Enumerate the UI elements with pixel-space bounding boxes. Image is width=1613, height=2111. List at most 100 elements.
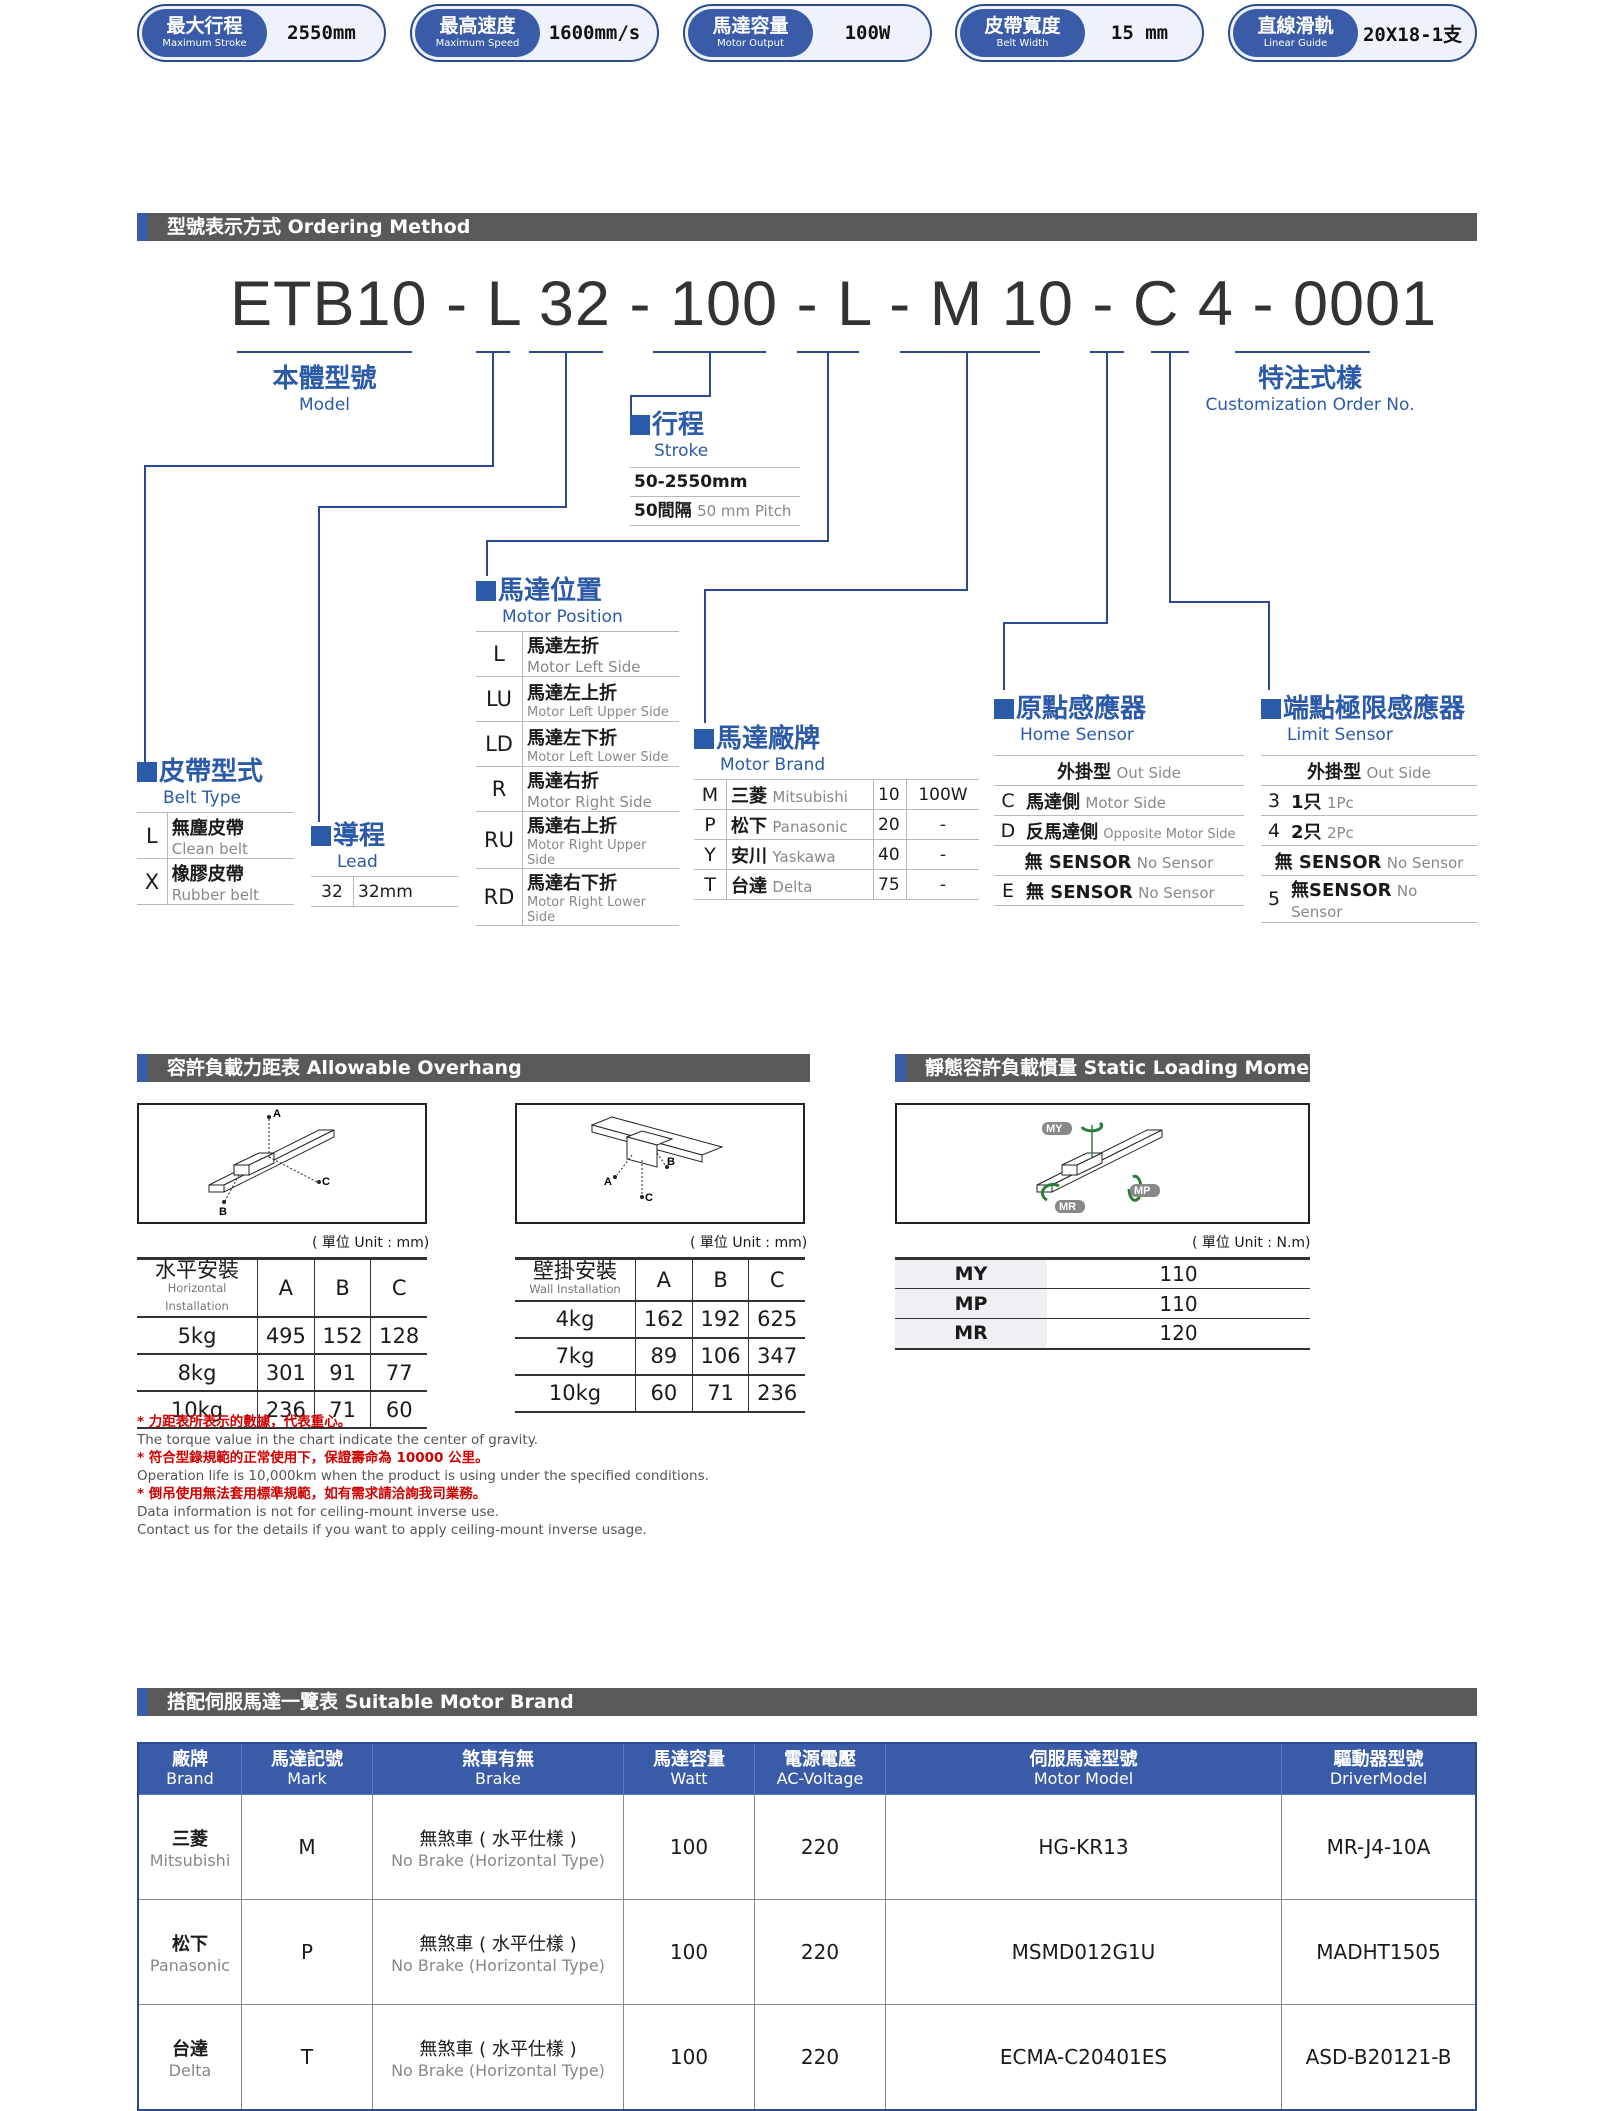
note-line: Contact us for the details if you want t… bbox=[137, 1522, 647, 1538]
code-brand: M bbox=[929, 269, 984, 339]
connector bbox=[630, 395, 711, 397]
connector bbox=[492, 352, 494, 466]
motors-header: 搭配伺服馬達一覽表 Suitable Motor Brand bbox=[137, 1688, 1477, 1716]
table-row: 無 SENSOR No Sensor bbox=[1261, 845, 1477, 876]
square-bullet-icon bbox=[994, 699, 1014, 719]
static-diagram: MY MP MR bbox=[895, 1103, 1310, 1224]
header-accent bbox=[137, 213, 148, 241]
model-caption: 本體型號 Model bbox=[237, 358, 412, 415]
wall-actuator-illustration: B A C bbox=[590, 1116, 724, 1204]
header-accent bbox=[137, 1054, 148, 1082]
stroke-title: 行程 bbox=[630, 404, 800, 441]
motorpos-title: 馬達位置 bbox=[476, 570, 679, 607]
underline-custom bbox=[1235, 351, 1370, 353]
connector bbox=[966, 352, 968, 590]
square-bullet-icon bbox=[476, 581, 496, 601]
code-custom: 0001 bbox=[1292, 269, 1438, 339]
header-cn: 搭配伺服馬達一覽表 bbox=[167, 1691, 339, 1713]
connector bbox=[144, 465, 146, 768]
svg-text:MR: MR bbox=[1059, 1201, 1076, 1213]
caption-en: Model bbox=[298, 395, 351, 415]
home-title: 原點感應器 bbox=[994, 688, 1244, 725]
connector bbox=[318, 506, 567, 508]
note-line: * 力距表所表示的數據，代表重心。 bbox=[137, 1414, 352, 1430]
connector bbox=[709, 352, 711, 396]
wall-diagram: B A C bbox=[515, 1103, 805, 1224]
col-header: B bbox=[691, 1257, 749, 1302]
brand-title: 馬達廠牌 bbox=[694, 718, 979, 755]
col-header: 水平安裝 bbox=[155, 1258, 239, 1282]
connector bbox=[704, 589, 706, 723]
header-accent bbox=[895, 1054, 906, 1082]
belt-en: Belt Type bbox=[163, 788, 241, 808]
note-line: Operation life is 10,000km when the prod… bbox=[137, 1468, 709, 1484]
connector bbox=[486, 540, 829, 542]
square-bullet-icon bbox=[1261, 699, 1281, 719]
header-cn: 容許負載力距表 bbox=[167, 1057, 301, 1079]
note-line: * 倒吊使用無法套用標準規範，如有需求請洽詢我司業務。 bbox=[137, 1486, 487, 1502]
motorpos-en: Motor Position bbox=[502, 607, 623, 627]
code-motor-position: L bbox=[837, 269, 871, 339]
limit-title: 端點極限感應器 bbox=[1261, 688, 1477, 725]
col-header: A bbox=[635, 1257, 693, 1302]
col-header: C bbox=[748, 1257, 805, 1302]
svg-text:C: C bbox=[322, 1176, 330, 1188]
header-en: Static Loading Moment bbox=[1083, 1057, 1332, 1079]
wall-unit: ( 單位 Unit : mm) bbox=[690, 1235, 808, 1251]
svg-text:B: B bbox=[667, 1156, 675, 1168]
static-unit: ( 單位 Unit : N.m) bbox=[1192, 1235, 1311, 1251]
horizontal-diagram: A C B bbox=[137, 1103, 427, 1224]
stroke-en: Stroke bbox=[654, 441, 709, 461]
spec-value: 1600mm/s bbox=[548, 22, 641, 44]
brand-en: Motor Brand bbox=[720, 755, 826, 775]
note-line: * 符合型錄規範的正常使用下，保證壽命為 10000 公里。 bbox=[137, 1450, 489, 1466]
connector bbox=[1003, 622, 1108, 624]
connector bbox=[486, 540, 488, 576]
note-line: Data information is not for ceiling-moun… bbox=[137, 1504, 500, 1520]
col-header-en: Horizontal Installation bbox=[165, 1281, 229, 1313]
code-sep: - bbox=[446, 269, 469, 339]
caption-en: Customization Order No. bbox=[1205, 395, 1415, 415]
table-row: 外掛型 Out Side bbox=[994, 755, 1244, 786]
connector bbox=[1268, 601, 1270, 690]
notes: * 力距表所表示的數據，代表重心。 The torque value in th… bbox=[137, 1413, 709, 1539]
connector bbox=[1003, 622, 1005, 690]
code-lead: 32 bbox=[538, 269, 611, 339]
caption-cn: 本體型號 bbox=[272, 364, 377, 394]
code-limit: 4 bbox=[1197, 269, 1234, 339]
connector bbox=[318, 506, 320, 822]
